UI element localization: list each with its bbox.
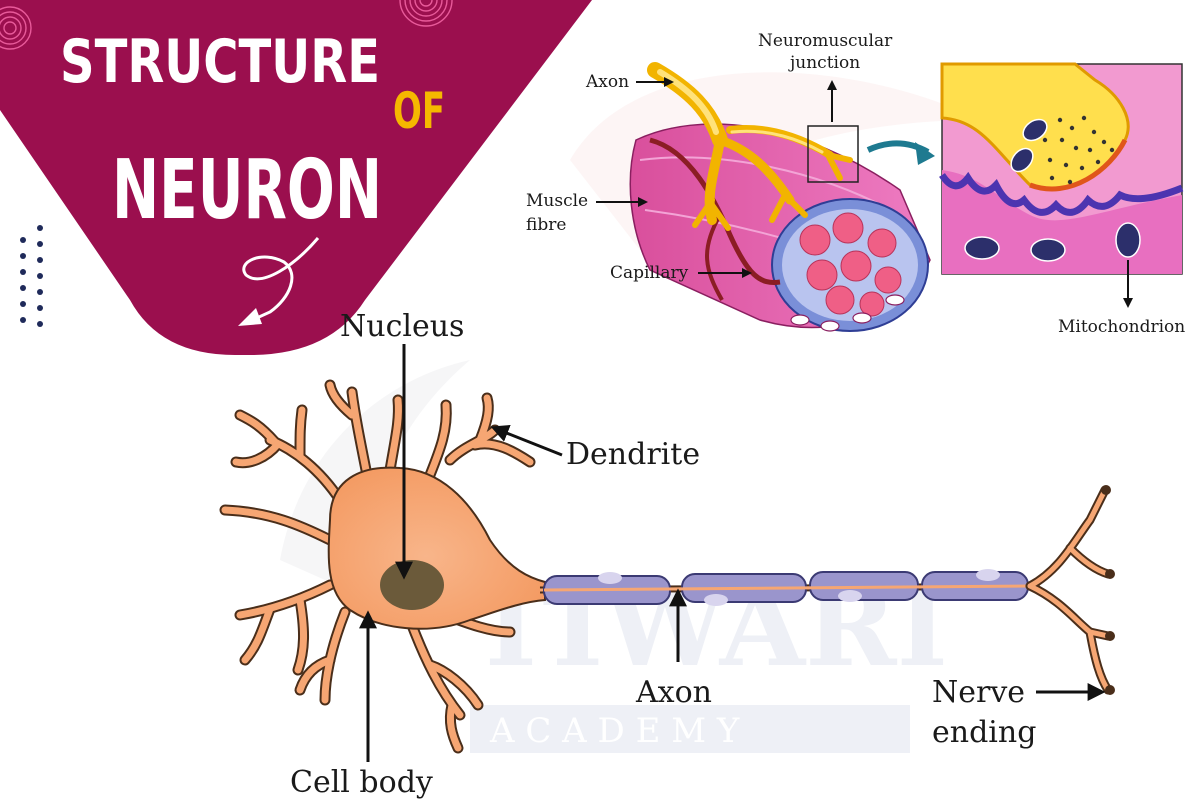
- nmj-label-mitochondrion: Mitochondrion: [1058, 317, 1185, 337]
- watermark-sub: A C A D E M Y: [489, 711, 740, 751]
- nmj-label-capillary: Capillary: [610, 263, 689, 283]
- title-line-1: STRUCTURE: [60, 27, 380, 97]
- nmj-label-muscle-1: Muscle: [526, 191, 588, 211]
- watermark-sub-band: [470, 705, 910, 753]
- dot-grid-icon: [20, 225, 43, 327]
- curly-arrow-head: [238, 308, 262, 326]
- nmj-label-junction-2: junction: [788, 53, 860, 73]
- label-nerve-ending-2: ending: [932, 715, 1036, 750]
- arrow-dendrite: [490, 424, 563, 457]
- terminal-knobs: [1101, 485, 1115, 695]
- muscle-cross-section: [771, 198, 929, 332]
- nmj-label-muscle-2: fibre: [526, 215, 566, 235]
- junction-zoom-panel: [939, 62, 1184, 275]
- schwann-nuclei: [598, 569, 1000, 606]
- label-cell-body: Cell body: [290, 765, 433, 800]
- junction-highlight-box: [807, 125, 859, 183]
- title-banner: [0, 0, 592, 355]
- label-axon: Axon: [635, 675, 712, 710]
- curly-arrow-icon: [242, 237, 320, 324]
- spiral-icon: [399, 0, 453, 27]
- title-connector: OF: [393, 82, 445, 140]
- nmj-label-junction-1: Neuromuscular: [758, 31, 893, 51]
- title-line-2: NEURON: [112, 143, 382, 238]
- axon-through-myelin: [543, 584, 1031, 592]
- label-nucleus: Nucleus: [340, 309, 464, 344]
- label-dendrite: Dendrite: [566, 437, 700, 472]
- zoom-arrow-head: [915, 142, 935, 165]
- cell-body: [327, 466, 546, 630]
- label-nerve-ending-1: Nerve: [932, 675, 1025, 710]
- capillary-branch: [705, 214, 724, 301]
- nerve-endings-fill: [1027, 487, 1111, 693]
- nmj-label-axon: Axon: [585, 72, 629, 92]
- spiral-icon: [0, 6, 32, 50]
- nucleus: [380, 560, 444, 610]
